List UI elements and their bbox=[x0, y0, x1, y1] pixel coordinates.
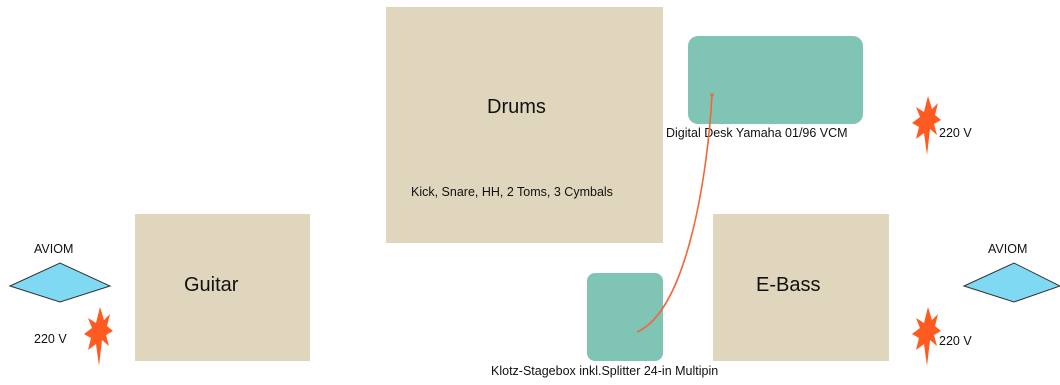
guitar-area bbox=[135, 214, 310, 361]
power-top-right-label: 220 V bbox=[939, 126, 972, 140]
stagebox bbox=[587, 273, 663, 361]
aviom-left-label: AVIOM bbox=[34, 242, 74, 256]
digital-desk bbox=[688, 36, 863, 124]
power-bottom-right-burst-icon bbox=[912, 307, 941, 366]
guitar-label: Guitar bbox=[184, 274, 239, 296]
power-left-burst-icon bbox=[84, 307, 113, 366]
multicore-cable bbox=[636, 94, 713, 333]
bass-area bbox=[713, 214, 889, 361]
power-bottom-right-label: 220 V bbox=[939, 334, 972, 348]
aviom-right-diamond-icon bbox=[962, 262, 1060, 303]
stagebox-label: Klotz-Stagebox inkl.Splitter 24-in Multi… bbox=[491, 364, 719, 378]
digital-desk-label: Digital Desk Yamaha 01/96 VCM bbox=[666, 126, 848, 140]
power-left-label: 220 V bbox=[34, 332, 67, 346]
cable-end-desk bbox=[710, 93, 714, 97]
aviom-right-label: AVIOM bbox=[988, 242, 1028, 256]
drums-detail: Kick, Snare, HH, 2 Toms, 3 Cymbals bbox=[411, 185, 613, 199]
bass-label: E-Bass bbox=[756, 274, 821, 296]
power-top-right-burst-icon bbox=[912, 96, 941, 155]
aviom-left-diamond-icon bbox=[8, 262, 112, 303]
drums-area bbox=[386, 7, 663, 243]
drums-label: Drums bbox=[487, 96, 546, 118]
